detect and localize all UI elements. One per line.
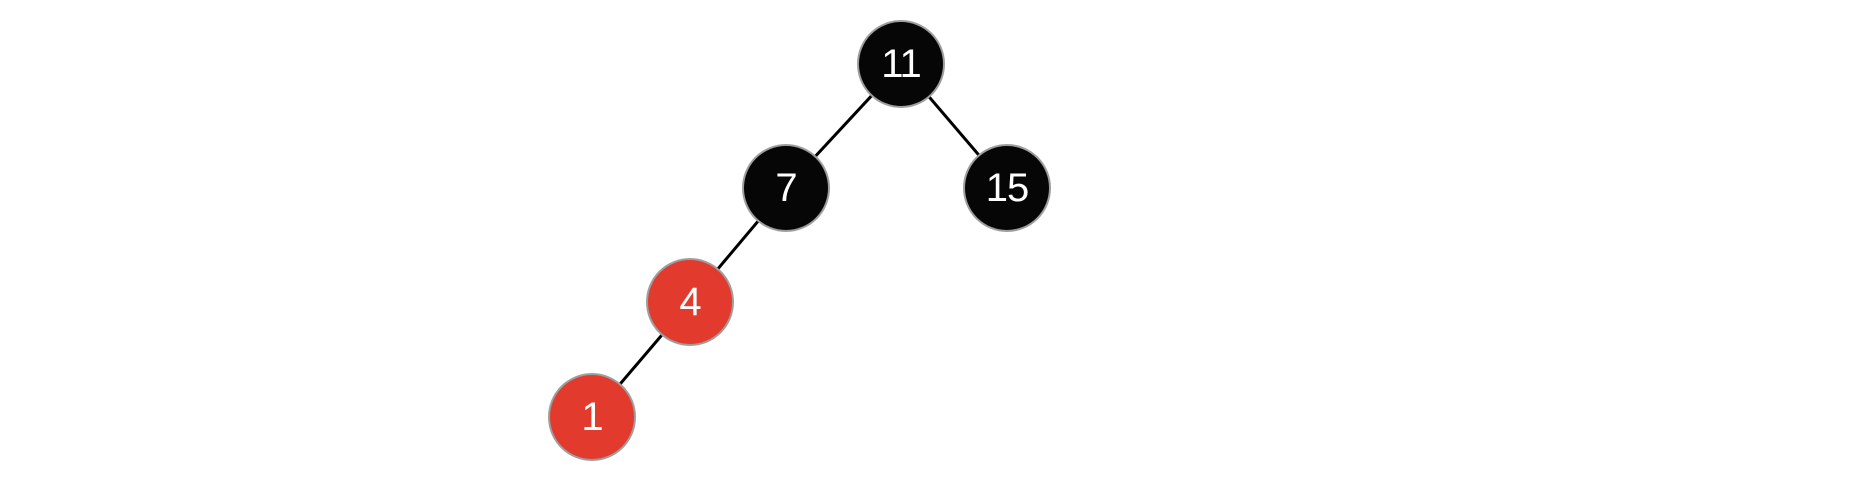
tree-node-11: 11	[857, 20, 945, 108]
tree-node-4: 4	[646, 258, 734, 346]
tree-node-15: 15	[963, 144, 1051, 232]
tree-node-7: 7	[742, 144, 830, 232]
tree-node-1: 1	[548, 373, 636, 461]
